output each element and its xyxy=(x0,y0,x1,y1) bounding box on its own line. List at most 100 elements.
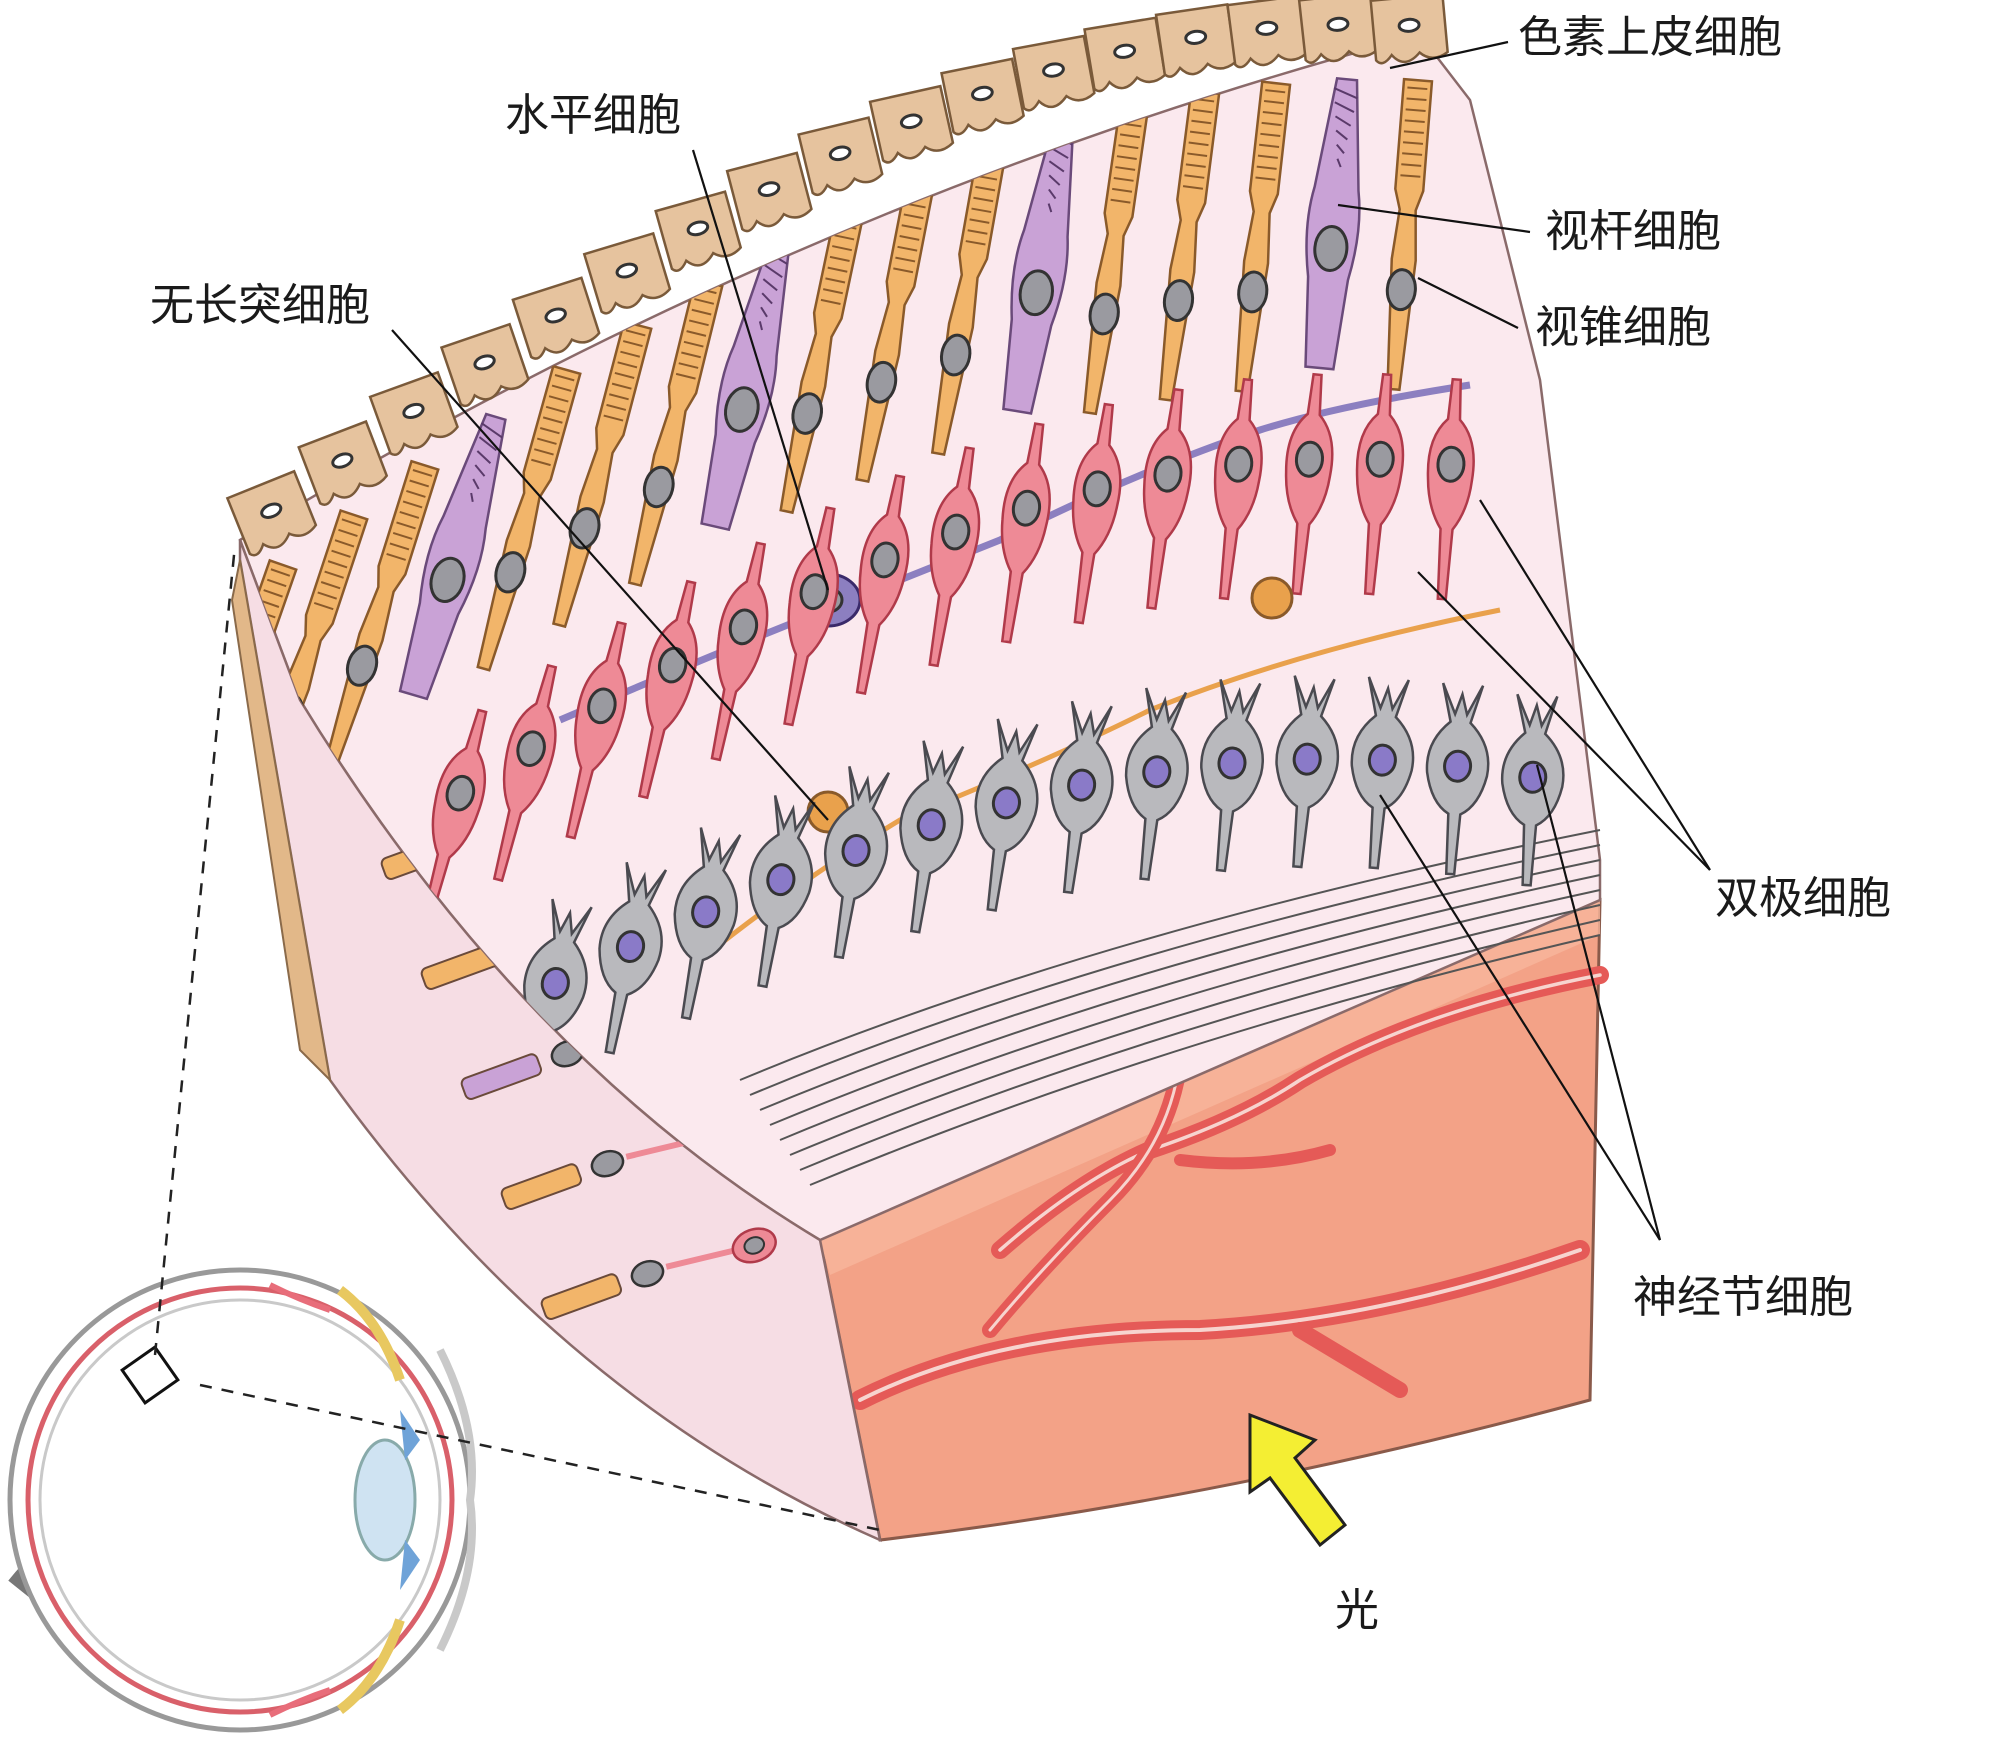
bipolar-cell-body xyxy=(1142,387,1193,610)
amacrine-cell-body xyxy=(1250,576,1294,620)
pigment-cell-nucleus xyxy=(1255,20,1279,36)
ganglion-cell xyxy=(1275,675,1340,869)
rod-cell-nucleus xyxy=(1088,292,1120,336)
pigment-cell xyxy=(439,322,530,408)
rod-outer-segment-stripe xyxy=(1112,187,1133,193)
ganglion-cell xyxy=(1425,682,1490,876)
rod-outer-segment-stripe xyxy=(965,240,986,246)
pigment-cell-nucleus xyxy=(331,452,354,469)
pigment-cell xyxy=(225,469,318,557)
light-arrow xyxy=(1248,1412,1348,1548)
ganglion-cell xyxy=(1500,693,1565,887)
pigment-cell-nucleus xyxy=(1397,17,1421,33)
bipolar-cell xyxy=(1000,422,1051,644)
pigment-cell xyxy=(511,276,601,360)
rod-outer-segment-stripe xyxy=(396,521,416,530)
rod-cell xyxy=(930,144,1008,456)
pigment-cell xyxy=(868,84,955,164)
bipolar-cell-body xyxy=(1213,377,1263,601)
rod-outer-segment-stripe xyxy=(402,500,423,509)
cone-cell-nucleus xyxy=(1018,269,1054,317)
bipolar-cell-nucleus xyxy=(1224,445,1254,483)
rod-outer-segment-stripe xyxy=(971,207,992,214)
cone-outer-segment-stripe xyxy=(762,278,778,292)
rod-outer-segment-stripe xyxy=(827,266,848,273)
cone-outer-segment-stripe xyxy=(763,264,783,279)
rod-cell-body xyxy=(476,364,582,672)
rod-outer-segment-stripe xyxy=(1265,89,1286,94)
rod-cell xyxy=(1385,77,1434,392)
rod-outer-segment-stripe xyxy=(1185,163,1206,168)
rod-outer-segment-stripe xyxy=(694,298,715,305)
bipolar-cell-body xyxy=(1071,402,1122,625)
bipolar-cell-body xyxy=(492,663,558,883)
bipolar-cell xyxy=(1071,402,1122,625)
rod-outer-segment-stripe xyxy=(691,308,712,316)
rod-outer-segment-stripe xyxy=(1192,108,1213,114)
pigment-cell xyxy=(297,419,389,506)
bipolar-cell xyxy=(928,446,981,668)
rod-outer-segment-stripe xyxy=(681,351,702,359)
bipolar-cell-nucleus xyxy=(870,541,900,579)
ganglion-cell xyxy=(974,718,1039,912)
ganglion-cell-nucleus xyxy=(1443,749,1473,783)
pigment-cell xyxy=(1083,16,1167,93)
rod-outer-segment-stripe xyxy=(967,229,988,235)
label-cone-cell: 视锥细胞 xyxy=(1535,302,1711,353)
inset-region-marker xyxy=(120,1345,180,1405)
rod-outer-segment-stripe xyxy=(622,340,643,348)
ganglion-cell-nucleus xyxy=(1142,755,1172,789)
pigment-cell-nucleus xyxy=(544,307,567,324)
rod-outer-segment-stripe xyxy=(399,511,420,519)
ganglion-cell xyxy=(899,740,965,934)
leader-lines xyxy=(391,40,1711,1241)
rod-outer-segment-stripe xyxy=(1256,165,1277,170)
rod-outer-segment-stripe xyxy=(980,153,1001,159)
rod-outer-segment-stripe xyxy=(901,224,922,231)
rod-cell-body xyxy=(1386,77,1434,392)
ganglion-cell xyxy=(1049,700,1114,895)
label-horizontal-cell: 水平细胞 xyxy=(505,90,681,141)
cone-cell-nucleus xyxy=(723,386,760,433)
rod-outer-segment-stripe xyxy=(1255,176,1276,181)
rod-outer-segment-stripe xyxy=(614,371,635,379)
ganglion-cell-nucleus xyxy=(1292,742,1322,776)
bipolar-cell-body xyxy=(1284,372,1334,596)
rod-cell xyxy=(855,171,937,484)
rod-outer-segment-stripe xyxy=(834,234,855,241)
ganglion-cell xyxy=(673,827,742,1021)
side-photoreceptor xyxy=(500,1163,583,1210)
rod-outer-segment-stripe xyxy=(820,298,841,306)
base-layer xyxy=(818,897,1602,1542)
rod-outer-segment-stripe xyxy=(263,589,283,598)
pigment-cell-body xyxy=(1297,0,1379,64)
rod-outer-segment-stripe xyxy=(897,245,918,252)
side-bipolar-process xyxy=(665,1247,736,1270)
rod-outer-segment-stripe xyxy=(822,288,843,295)
bipolar-cell-nucleus xyxy=(941,513,971,551)
ganglion-cell-nucleus xyxy=(691,895,721,929)
bipolar-cell-nucleus xyxy=(1011,489,1042,527)
pigment-cell-nucleus xyxy=(1113,43,1137,59)
pigment-cell xyxy=(654,190,743,272)
rod-outer-segment-stripe xyxy=(1188,141,1209,147)
rod-outer-segment-stripe xyxy=(603,414,624,422)
cone-outer-segment-stripe xyxy=(1048,160,1065,173)
cone-outer-segment-stripe xyxy=(758,321,763,331)
bipolar-cell-body xyxy=(1000,422,1051,644)
ganglion-cell xyxy=(1350,676,1415,870)
bipolar-cell-nucleus xyxy=(1082,470,1112,508)
rod-outer-segment-stripe xyxy=(1191,119,1212,125)
rod-outer-segment-stripe xyxy=(338,528,358,538)
bipolar-cell-nucleus xyxy=(1436,445,1466,483)
rod-outer-segment-stripe xyxy=(1401,163,1422,167)
pigment-cell xyxy=(725,151,813,233)
cone-cell xyxy=(1304,76,1361,371)
rod-outer-segment-stripe xyxy=(1115,166,1136,171)
rod-outer-segment-stripe xyxy=(1116,155,1137,161)
label-light: 光 xyxy=(1335,1585,1379,1636)
pigment-cell xyxy=(1154,2,1238,78)
rod-outer-segment-stripe xyxy=(327,560,348,569)
cone-outer-segment-stripe xyxy=(1336,143,1345,154)
ganglion-cell-nucleus xyxy=(991,786,1021,820)
